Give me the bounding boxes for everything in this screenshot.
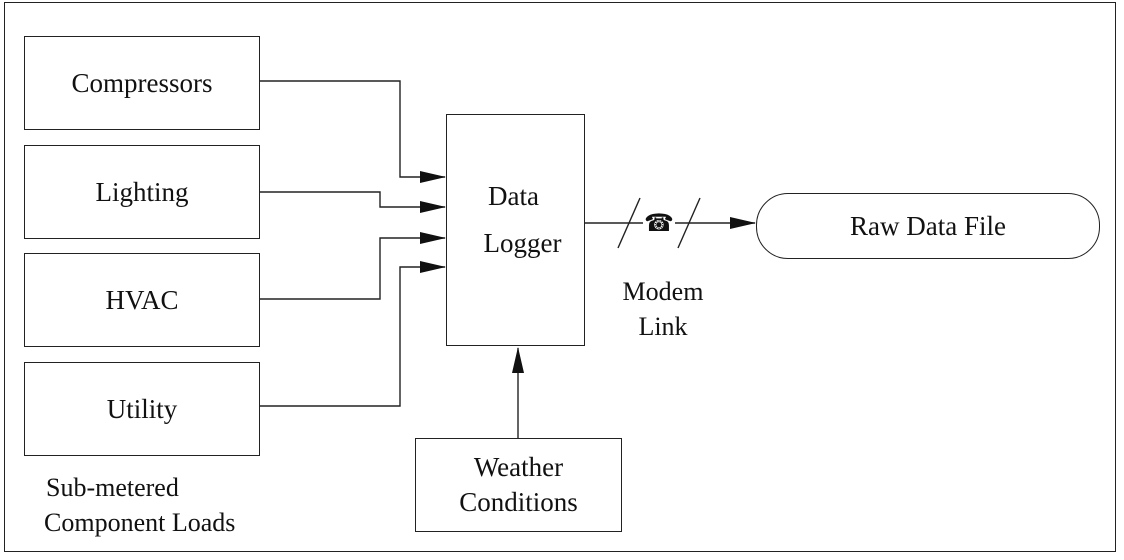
caption-line-1: Sub-metered [46, 473, 179, 502]
utility-label: Utility [106, 393, 178, 424]
raw-data-file-box: Raw Data File [756, 193, 1100, 259]
lighting-label: Lighting [95, 176, 189, 207]
caption-line-2: Component Loads [44, 508, 236, 538]
weather-line-2: Conditions [459, 487, 578, 517]
modem-line-1: Modem [622, 277, 704, 306]
lighting-connector [260, 191, 446, 213]
hvac-connector [260, 232, 446, 300]
compressors-box: Compressors [24, 36, 260, 130]
weather-conditions-box: Weather Conditions [415, 438, 622, 532]
modem-break-mark-left [617, 197, 641, 249]
telephone-icon: ☎ [644, 209, 674, 237]
logger-line-1: Data [488, 181, 539, 211]
modem-line-2: Link [638, 312, 688, 342]
modem-link-label: Modem Link [608, 274, 718, 344]
utility-box: Utility [24, 362, 260, 456]
hvac-box: HVAC [24, 253, 260, 347]
modem-break-mark-right [677, 197, 701, 249]
lighting-box: Lighting [24, 145, 260, 239]
compressors-connector [260, 80, 446, 183]
utility-connector [260, 261, 446, 407]
data-logger-box: Data Logger [446, 114, 585, 346]
weather-line-1: Weather [473, 451, 564, 482]
component-loads-caption: Sub-metered Component Loads [44, 470, 235, 540]
logger-line-2: Logger [483, 228, 562, 258]
compressors-label: Compressors [71, 67, 213, 98]
modem-symbol-backdrop [643, 208, 675, 236]
hvac-label: HVAC [105, 284, 179, 315]
raw-data-file-label: Raw Data File [850, 210, 1006, 241]
diagram-frame [4, 2, 1116, 552]
